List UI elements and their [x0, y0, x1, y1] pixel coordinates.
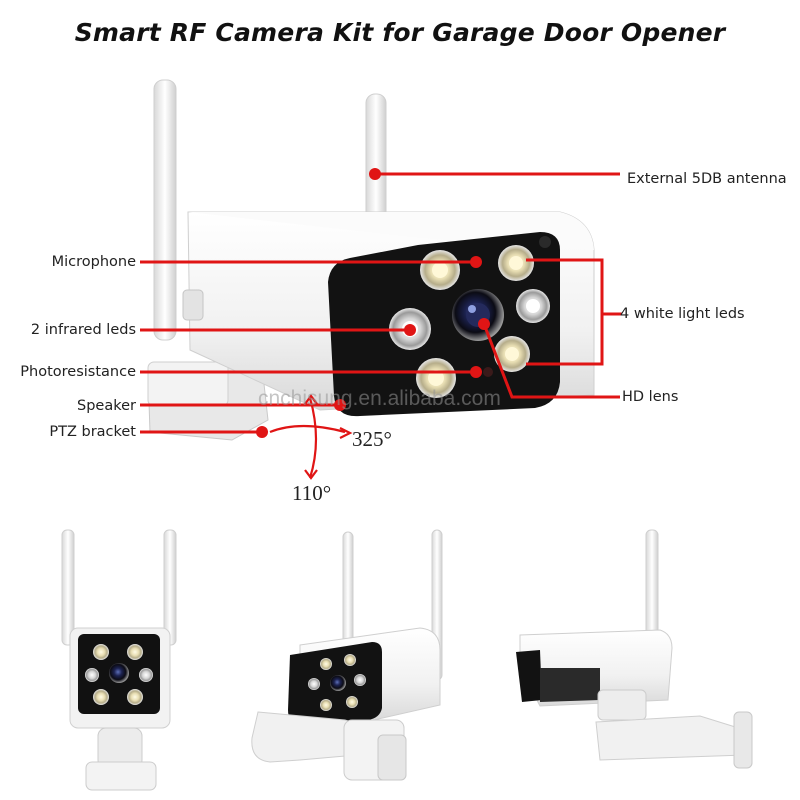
antenna-label: External 5DB antenna [627, 171, 787, 187]
pan-angle-label: 325° [352, 427, 392, 451]
hd-lens-label: HD lens [622, 389, 679, 405]
hd-lens-callout-dot [478, 318, 490, 330]
microphone-callout-dot [470, 256, 482, 268]
speaker-label: Speaker [77, 398, 136, 414]
photoresistance-callout-dot [470, 366, 482, 378]
antenna-callout-dot [369, 168, 381, 180]
tilt-angle-label: 110° [292, 481, 332, 505]
main-camera [147, 79, 595, 480]
infrared-leds-label: 2 infrared leds [30, 322, 136, 338]
photoresistance-label: Photoresistance [20, 364, 136, 380]
thumbnail-front-view [61, 529, 177, 791]
white-leds-bracket [526, 258, 604, 366]
ptz-bracket-label: PTZ bracket [49, 424, 136, 440]
infrared-callout-dot [404, 324, 416, 336]
thumbnail-side-view [516, 529, 753, 769]
hd-lens-callout-line [482, 323, 620, 399]
watermark-text: cnchisung.en.alibaba.com [258, 387, 501, 410]
thumbnail-angled-view [251, 529, 443, 781]
white-leds-label: 4 white light leds [620, 306, 745, 322]
ptz-callout-dot [256, 426, 268, 438]
page-title: Smart RF Camera Kit for Garage Door Open… [74, 18, 726, 47]
speaker-callout-dot [334, 399, 346, 411]
callout-lines [140, 168, 622, 438]
microphone-label: Microphone [51, 254, 136, 270]
